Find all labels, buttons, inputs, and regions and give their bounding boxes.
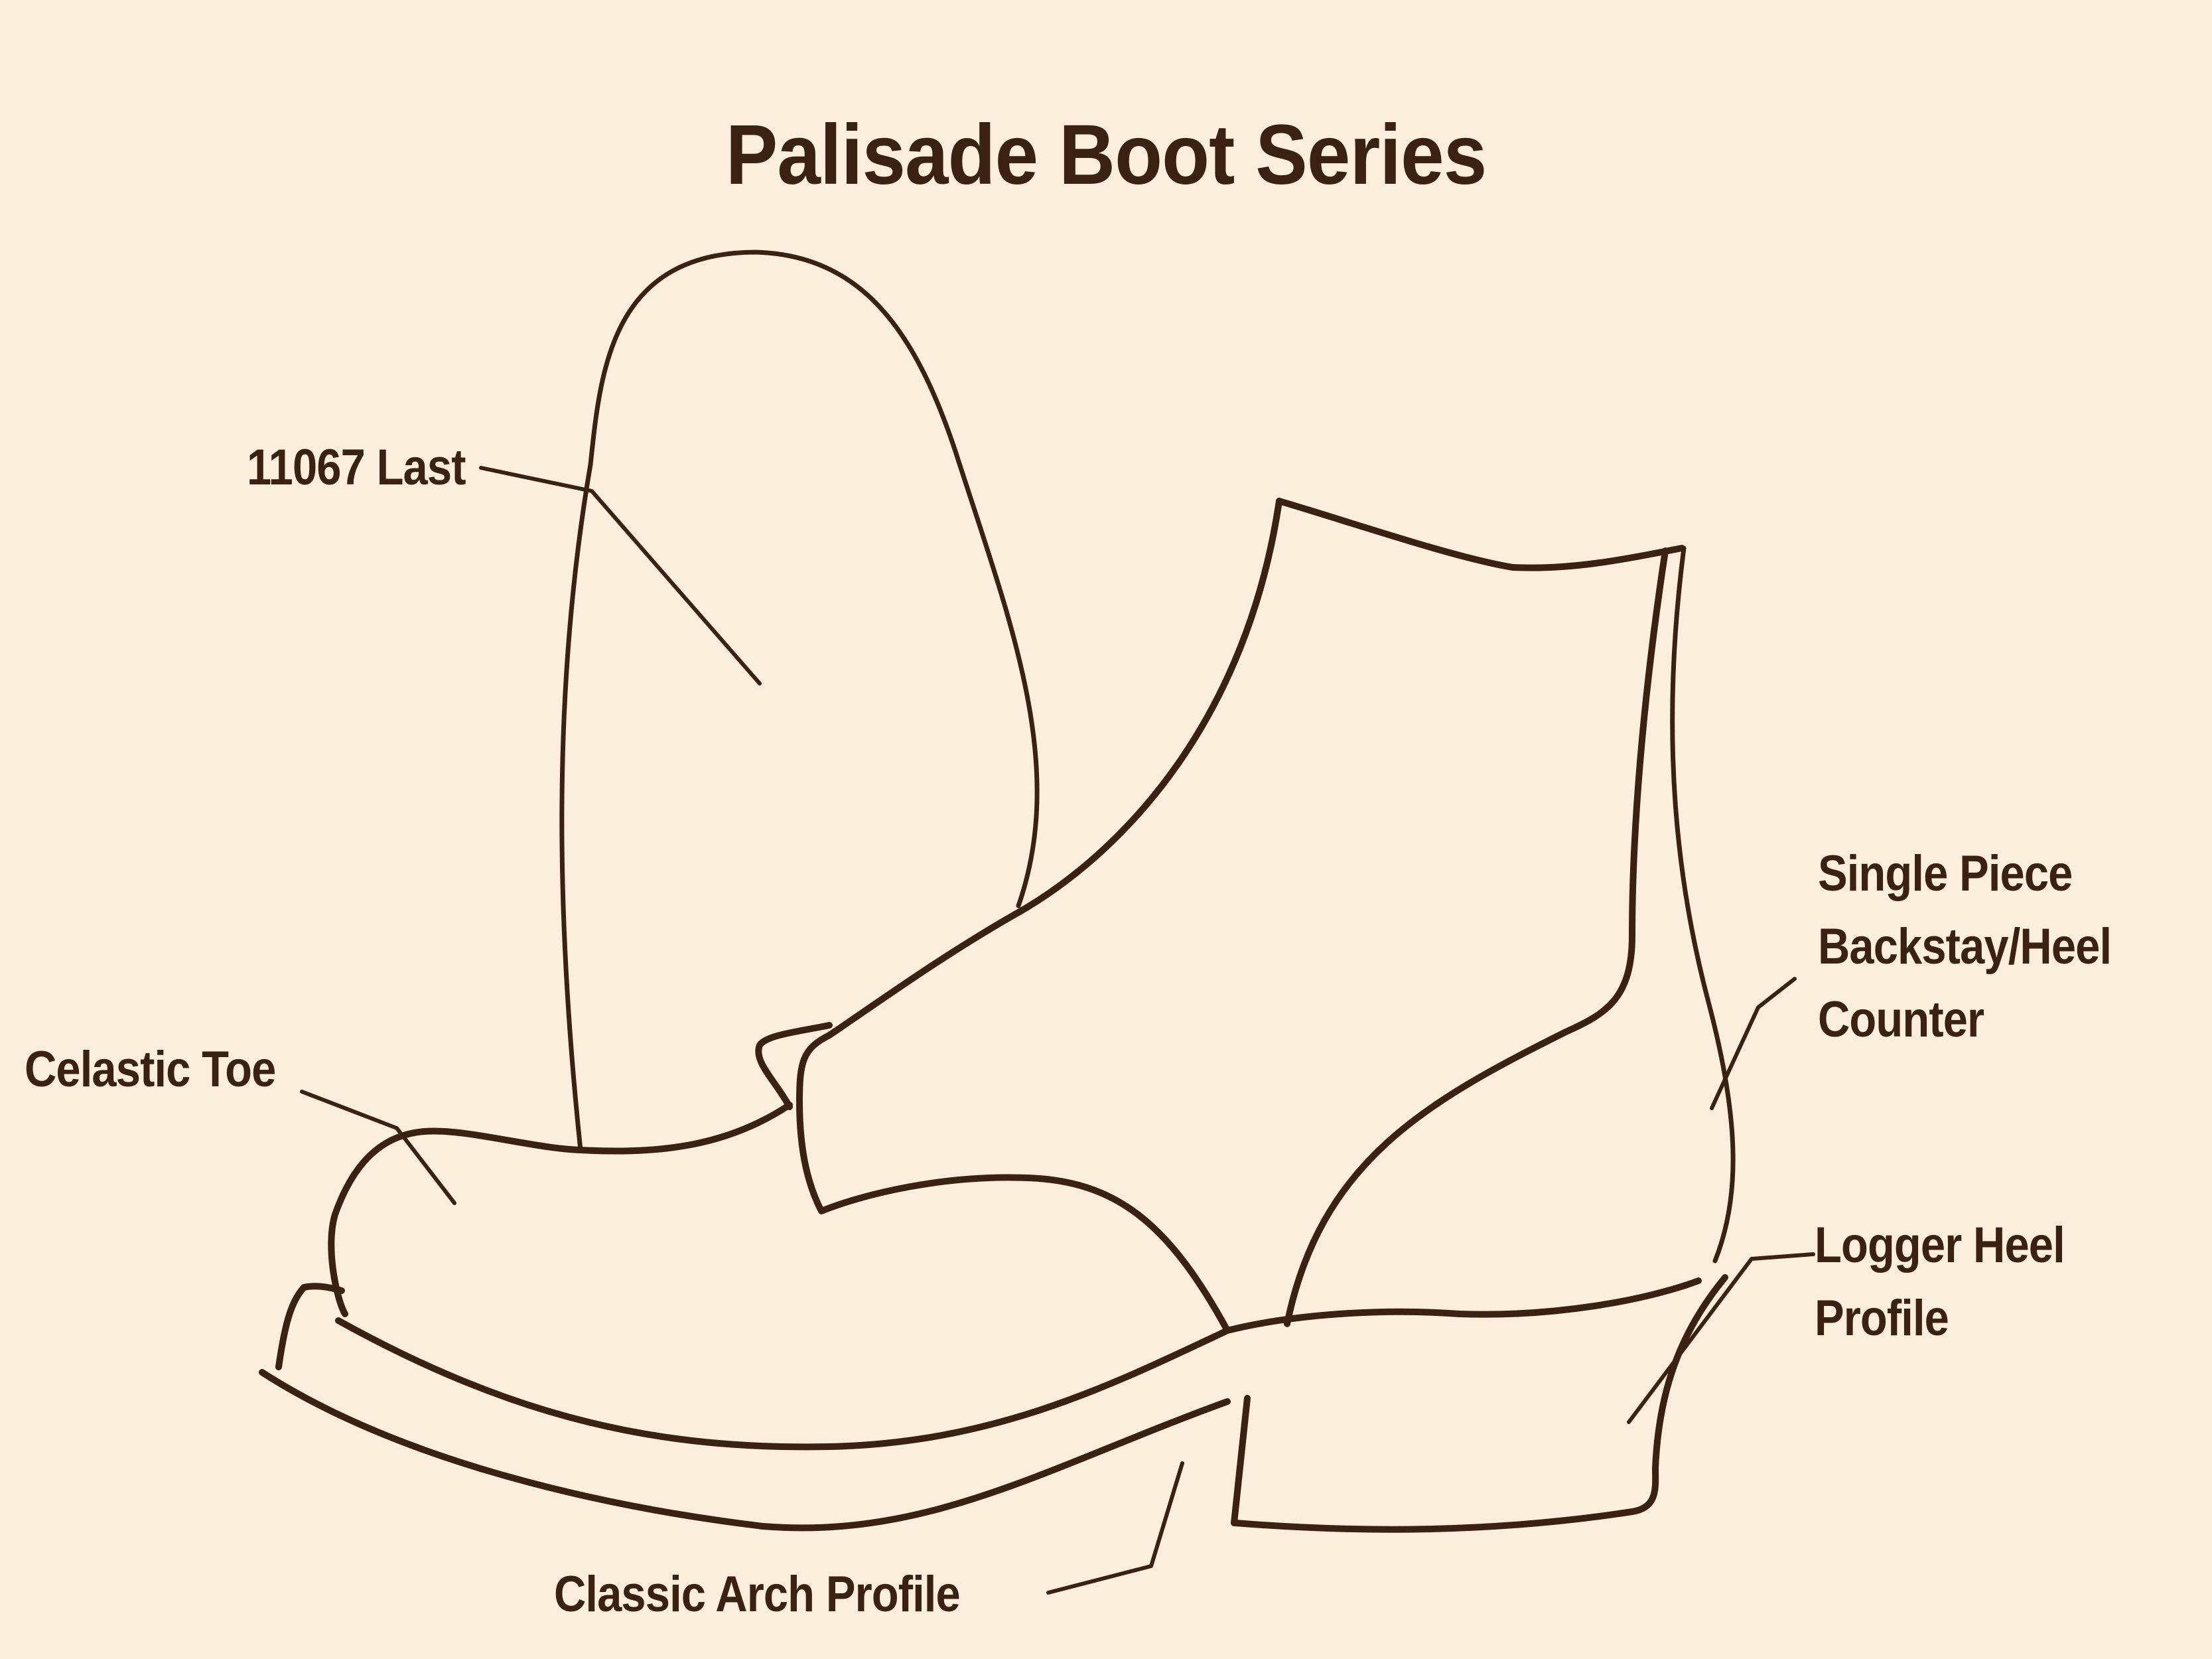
shoe-last-outline [559,250,1040,1153]
boot-toe [328,1102,793,1317]
label-backstay: Single Piece Backstay/Heel Counter [1818,837,2112,1056]
boot-shaft-front [826,498,1282,1039]
boot-tongue [755,1022,833,1110]
label-backstay-line-3: Counter [1818,991,1984,1048]
diagram-title: Palisade Boot Series [725,108,1487,202]
label-heel-line-1: Logger Heel [1815,1217,2065,1273]
heel-bottom [1232,1274,1728,1533]
leader-backstay [1710,977,1797,1110]
boot-quarter [796,1032,1231,1334]
sole-bottom [259,1369,1231,1532]
label-heel-line-2: Profile [1815,1290,1949,1346]
label-toe: Celastic Toe [25,1041,276,1098]
label-backstay-line-2: Backstay/Heel [1818,918,2112,975]
leader-toe [300,1090,456,1205]
label-backstay-line-1: Single Piece [1818,845,2073,902]
heel-front [1231,1395,1251,1526]
boot-back-outer [1670,545,1736,1263]
boot-welt [335,1277,1702,1451]
leader-last [479,466,762,685]
boot-back-inner [1284,547,1669,1327]
sole-toe-curl [275,1283,345,1370]
label-heel: Logger Heel Profile [1815,1209,2065,1355]
label-last: 11067 Last [247,439,466,496]
leader-arch [1046,1461,1184,1595]
leader-heel [1627,1252,1815,1424]
label-arch: Classic Arch Profile [554,1566,961,1623]
boot-collar [1276,498,1685,571]
